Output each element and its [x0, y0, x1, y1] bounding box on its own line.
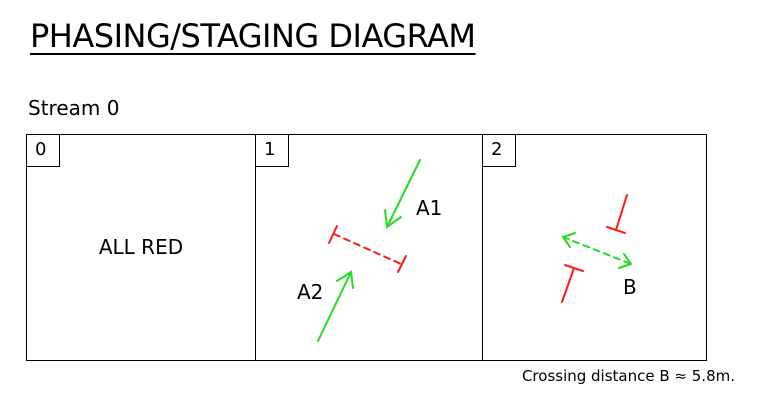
pedestrian-crossing-red — [328, 225, 407, 273]
stage-number: 1 — [256, 135, 289, 167]
traffic-arrow-a1 — [384, 159, 421, 229]
pedestrian-crossing-b — [561, 232, 633, 269]
crossing-distance-note: Crossing distance B ≈ 5.8m. — [521, 367, 735, 385]
stage-number: 0 — [27, 135, 60, 167]
stage-panel-0: 0 ALL RED — [27, 135, 255, 360]
movement-label-b: B — [623, 275, 637, 299]
stream-label: Stream 0 — [28, 96, 120, 120]
diagram-title: PHASING/STAGING DIAGRAM — [30, 17, 476, 55]
stage-2-movements: B — [561, 194, 637, 303]
stage-panels: 0 ALL RED 1 A1 A2 2 — [26, 134, 707, 361]
stopped-traffic-lower — [561, 264, 584, 303]
stage-number: 2 — [483, 135, 516, 167]
stage-panel-2: 2 B — [482, 135, 708, 360]
movement-label-a2: A2 — [297, 280, 323, 304]
all-red-label: ALL RED — [98, 235, 184, 259]
stopped-traffic-upper — [606, 194, 628, 234]
movement-label-a1: A1 — [416, 196, 442, 220]
stage-1-movements: A1 A2 — [297, 159, 442, 342]
traffic-arrow-a2 — [317, 270, 354, 342]
stage-panel-1: 1 A1 A2 — [255, 135, 482, 360]
